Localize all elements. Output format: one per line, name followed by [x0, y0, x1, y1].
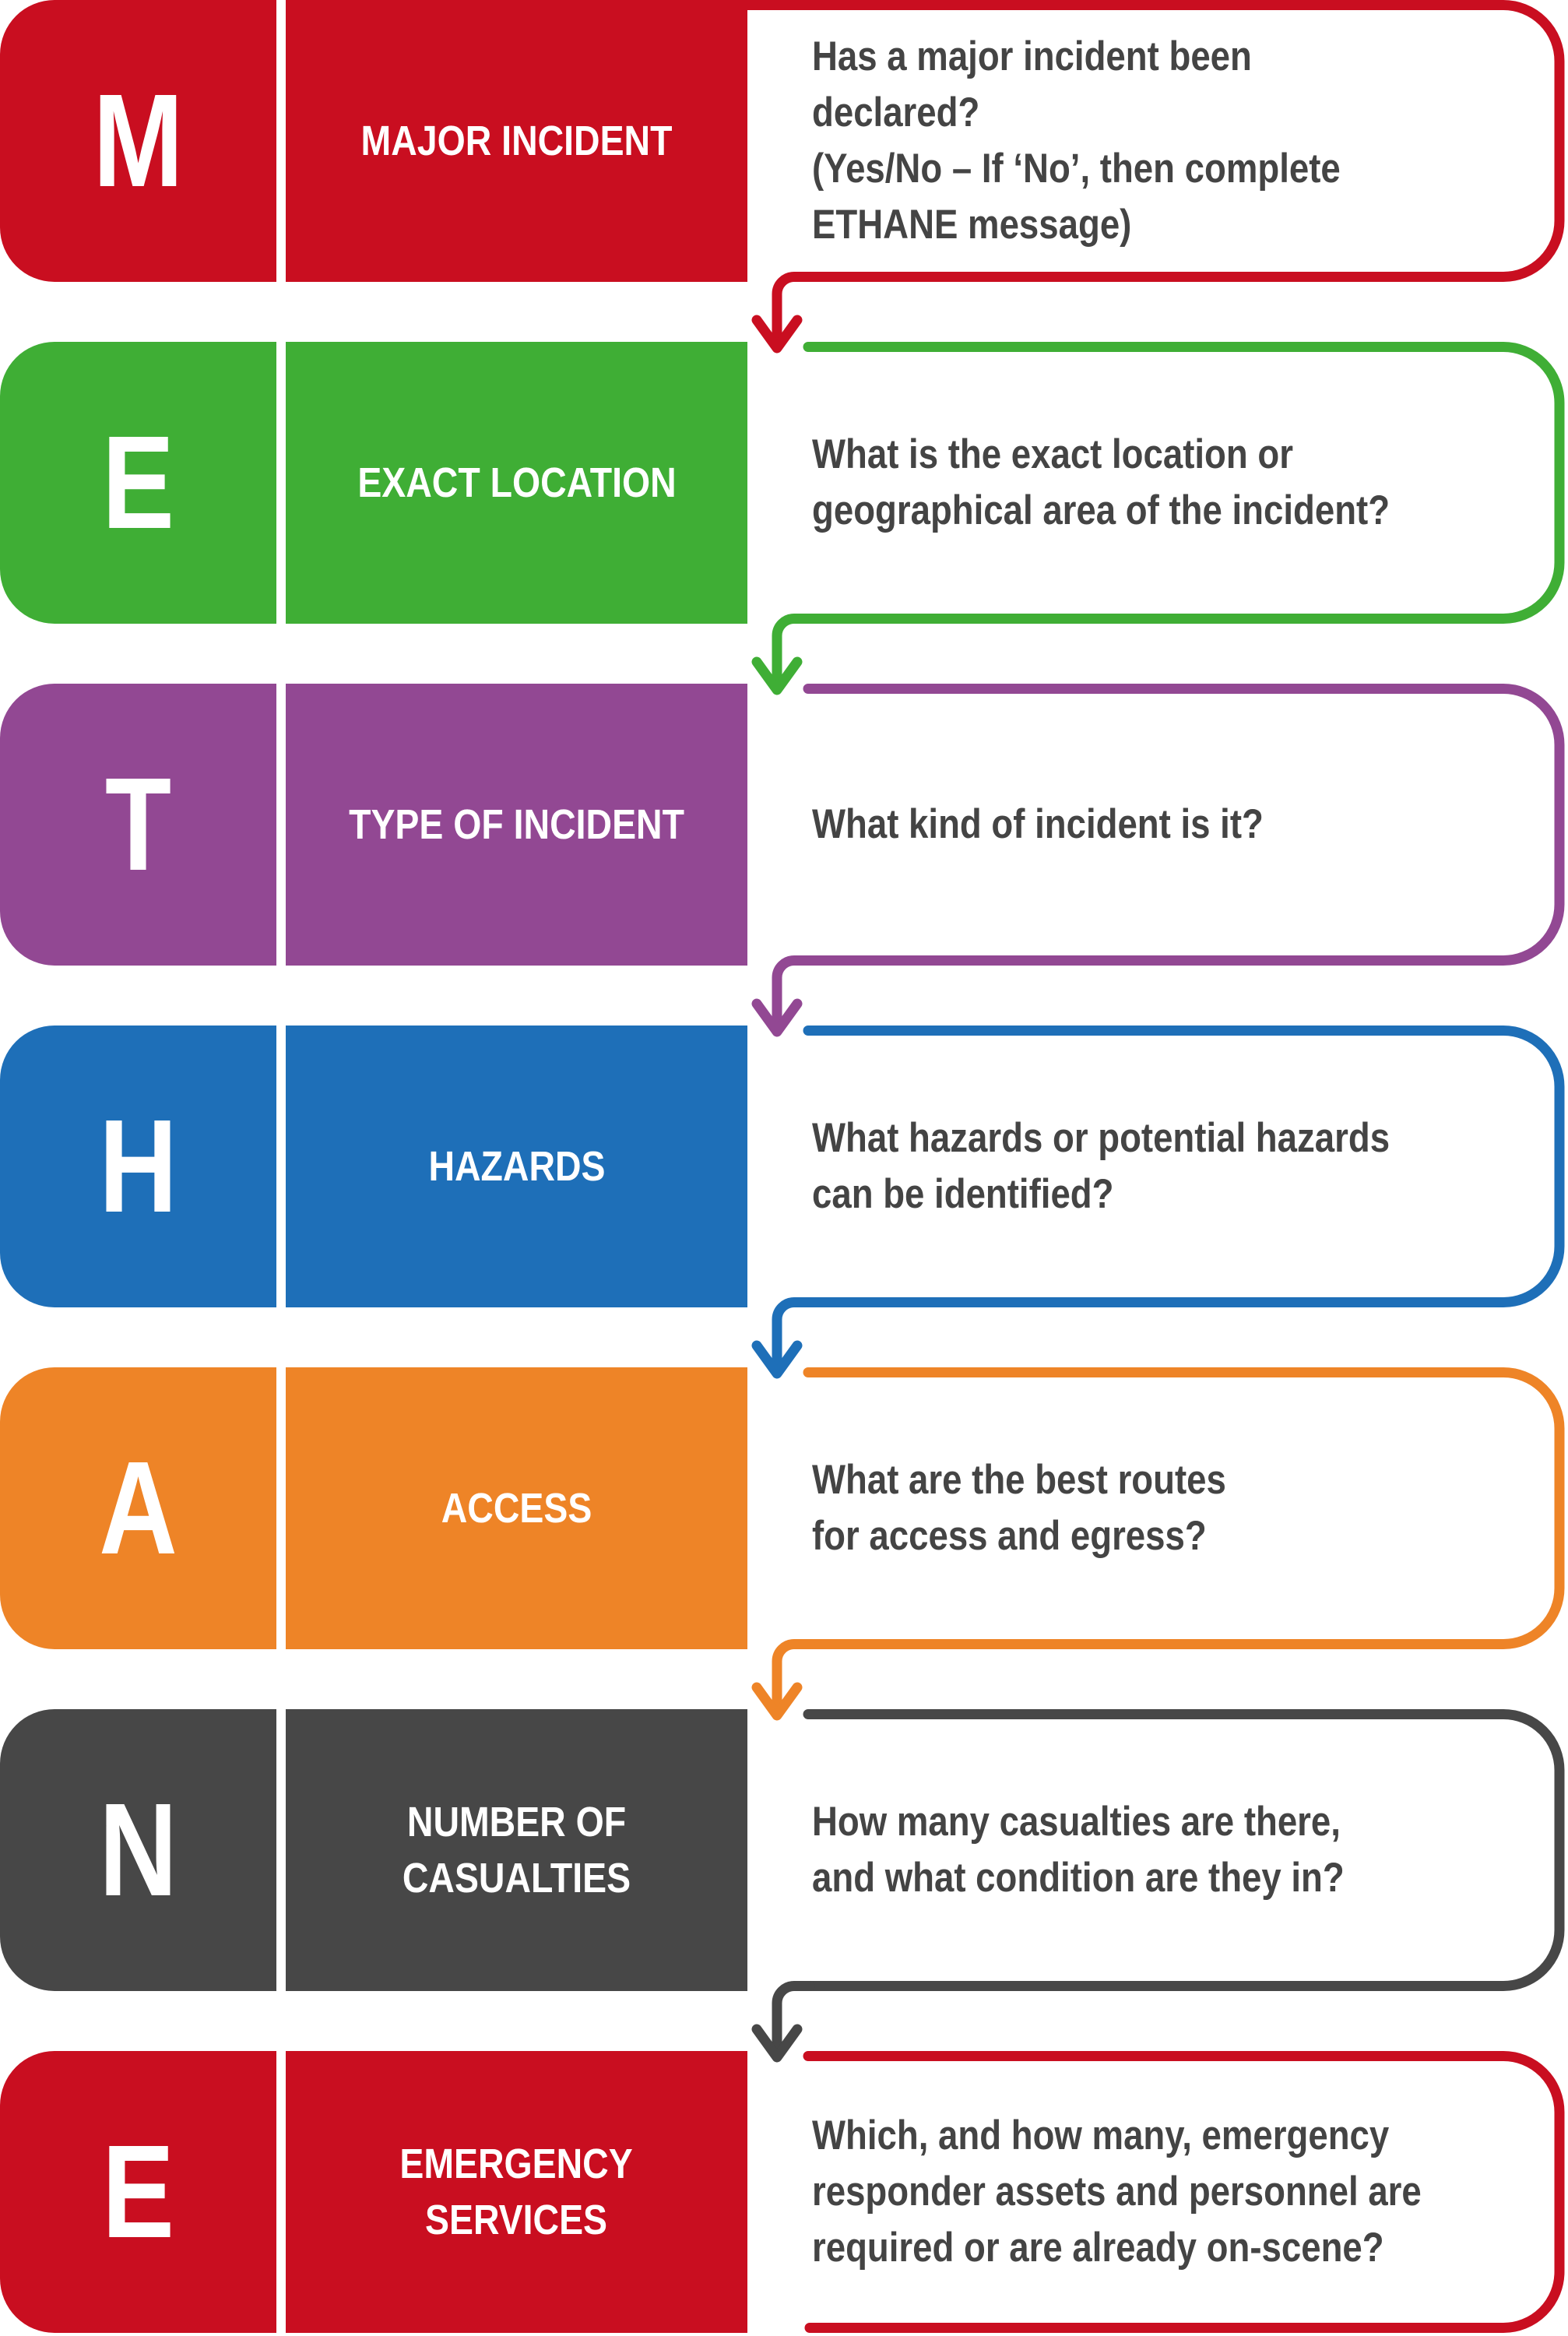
step-label: MAJOR INCIDENT	[360, 118, 673, 164]
step-letter-box: N	[0, 1709, 276, 1991]
step-letter-box: T	[0, 684, 276, 966]
step-label-box: EMERGENCY SERVICES	[286, 2051, 747, 2333]
connector-line	[772, 1639, 815, 1715]
step-question: What is the exact location or geographic…	[812, 431, 1390, 533]
step-letter-box: E	[0, 342, 276, 624]
step-question: Has a major incident been declared? (Yes…	[812, 33, 1341, 248]
step-row-3: T TYPE OF INCIDENT What kind of incident…	[0, 684, 1568, 966]
step-label-box: MAJOR INCIDENT	[286, 0, 747, 282]
step-row-4: H HAZARDS What hazards or potential haza…	[0, 1026, 1568, 1307]
step-label: NUMBER OF CASUALTIES	[402, 1799, 631, 1902]
step-label-box: HAZARDS	[286, 1026, 747, 1307]
step-letter: E	[102, 2118, 174, 2266]
step-label: HAZARDS	[427, 1143, 606, 1190]
step-letter: M	[93, 67, 184, 215]
step-letter-box: H	[0, 1026, 276, 1307]
step-question-box: What hazards or potential hazards can be…	[812, 1026, 1528, 1307]
step-letter: H	[99, 1092, 178, 1240]
step-row-6: N NUMBER OF CASUALTIES How many casualti…	[0, 1709, 1568, 1991]
connector-line	[772, 272, 815, 347]
step-question-box: What kind of incident is it?	[812, 684, 1528, 966]
step-label: EXACT LOCATION	[357, 459, 677, 506]
step-label-box: ACCESS	[286, 1367, 747, 1649]
step-letter: A	[99, 1434, 178, 1582]
step-question-box: What are the best routes for access and …	[812, 1367, 1528, 1649]
step-question: What are the best routes for access and …	[812, 1457, 1226, 1559]
step-question-box: Has a major incident been declared? (Yes…	[812, 0, 1528, 282]
step-label: ACCESS	[441, 1485, 592, 1532]
step-letter-box: E	[0, 2051, 276, 2333]
step-label-box: NUMBER OF CASUALTIES	[286, 1709, 747, 1991]
step-row-5: A ACCESS What are the best routes for ac…	[0, 1367, 1568, 1649]
step-question: Which, and how many, emergency responder…	[812, 2113, 1422, 2271]
step-question: What hazards or potential hazards can be…	[812, 1115, 1390, 1217]
step-label-box: EXACT LOCATION	[286, 342, 747, 624]
connector-line	[772, 1297, 815, 1373]
step-label-box: TYPE OF INCIDENT	[286, 684, 747, 966]
step-label: TYPE OF INCIDENT	[349, 801, 684, 848]
step-question-box: Which, and how many, emergency responder…	[812, 2051, 1528, 2333]
step-letter: N	[99, 1776, 178, 1924]
step-row-2: E EXACT LOCATION What is the exact locat…	[0, 342, 1568, 624]
step-row-7: E EMERGENCY SERVICES Which, and how many…	[0, 2051, 1568, 2333]
step-question: What kind of incident is it?	[812, 801, 1264, 847]
step-letter: T	[104, 751, 172, 899]
step-label: EMERGENCY SERVICES	[399, 2141, 634, 2243]
connector-line	[772, 614, 815, 689]
step-question-box: What is the exact location or geographic…	[812, 342, 1528, 624]
step-row-1: M MAJOR INCIDENT Has a major incident be…	[0, 0, 1568, 282]
step-question-box: How many casualties are there, and what …	[812, 1709, 1528, 1991]
step-letter: E	[102, 409, 174, 557]
connector-line	[772, 1981, 815, 2056]
connector-line	[772, 955, 815, 1031]
step-question: How many casualties are there, and what …	[812, 1799, 1345, 1901]
step-letter-box: A	[0, 1367, 276, 1649]
step-letter-box: M	[0, 0, 276, 282]
